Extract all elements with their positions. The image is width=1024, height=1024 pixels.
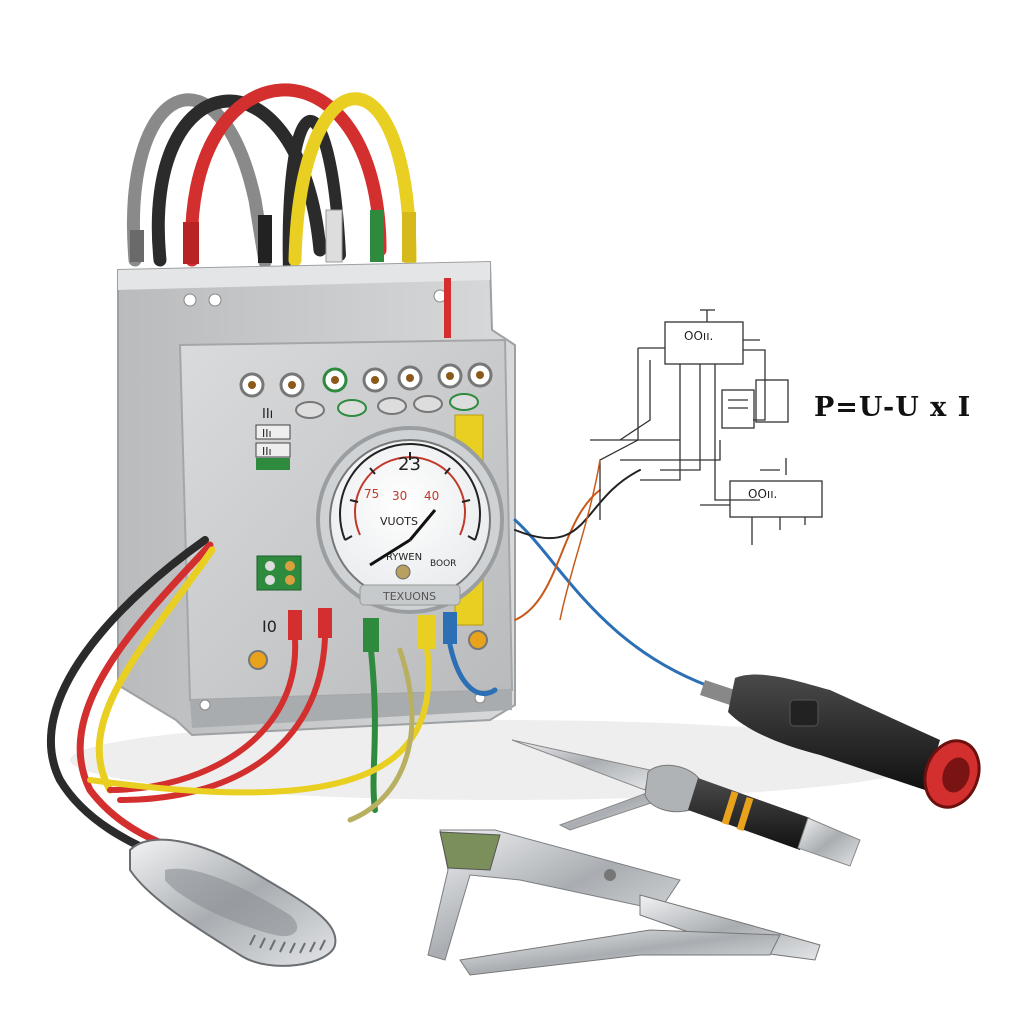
lower-cables [46,536,498,864]
bottom-connectors [288,608,488,652]
schematic-box2-label: OOıı. [748,487,777,501]
multimeter-probe [700,674,981,809]
gauge-scale-c: 75 [364,487,379,501]
panel-label-b: IIı [262,427,272,440]
gauge-corner-text: BOOR [430,559,456,569]
panel-label-c: IIı [262,445,272,458]
schematic-box1-label: OOıı. [684,329,713,343]
gauge-brand-plate: TEXUONS [382,590,436,603]
utility-knife [129,838,337,967]
terminal-row-top [239,362,493,398]
panel-labels: IIı IIı IIı I0 [255,407,291,636]
analog-voltmeter: 23 30 40 75 VUOTS RYWEN BOOR TEXUONS [316,426,504,614]
top-cables [127,83,417,306]
pliers [427,829,821,976]
probe-cables [513,469,722,692]
gauge-scale-a: 30 [392,489,407,503]
terminal-row-second [295,393,479,419]
panel-label-d: I0 [262,617,277,636]
gauge-sub-label: RYWEN [386,552,422,563]
gauge-top-number: 23 [398,454,421,475]
gauge-needle [408,509,437,541]
screwdriver [511,739,861,867]
terminal-block-left [248,555,302,670]
gauge-scale-b: 40 [424,489,439,503]
panel-label-a: IIı [262,407,273,422]
gauge-unit-label: VUOTS [380,515,418,528]
circuit-schematic [590,309,823,545]
power-formula: P=U-U x I [814,392,972,423]
